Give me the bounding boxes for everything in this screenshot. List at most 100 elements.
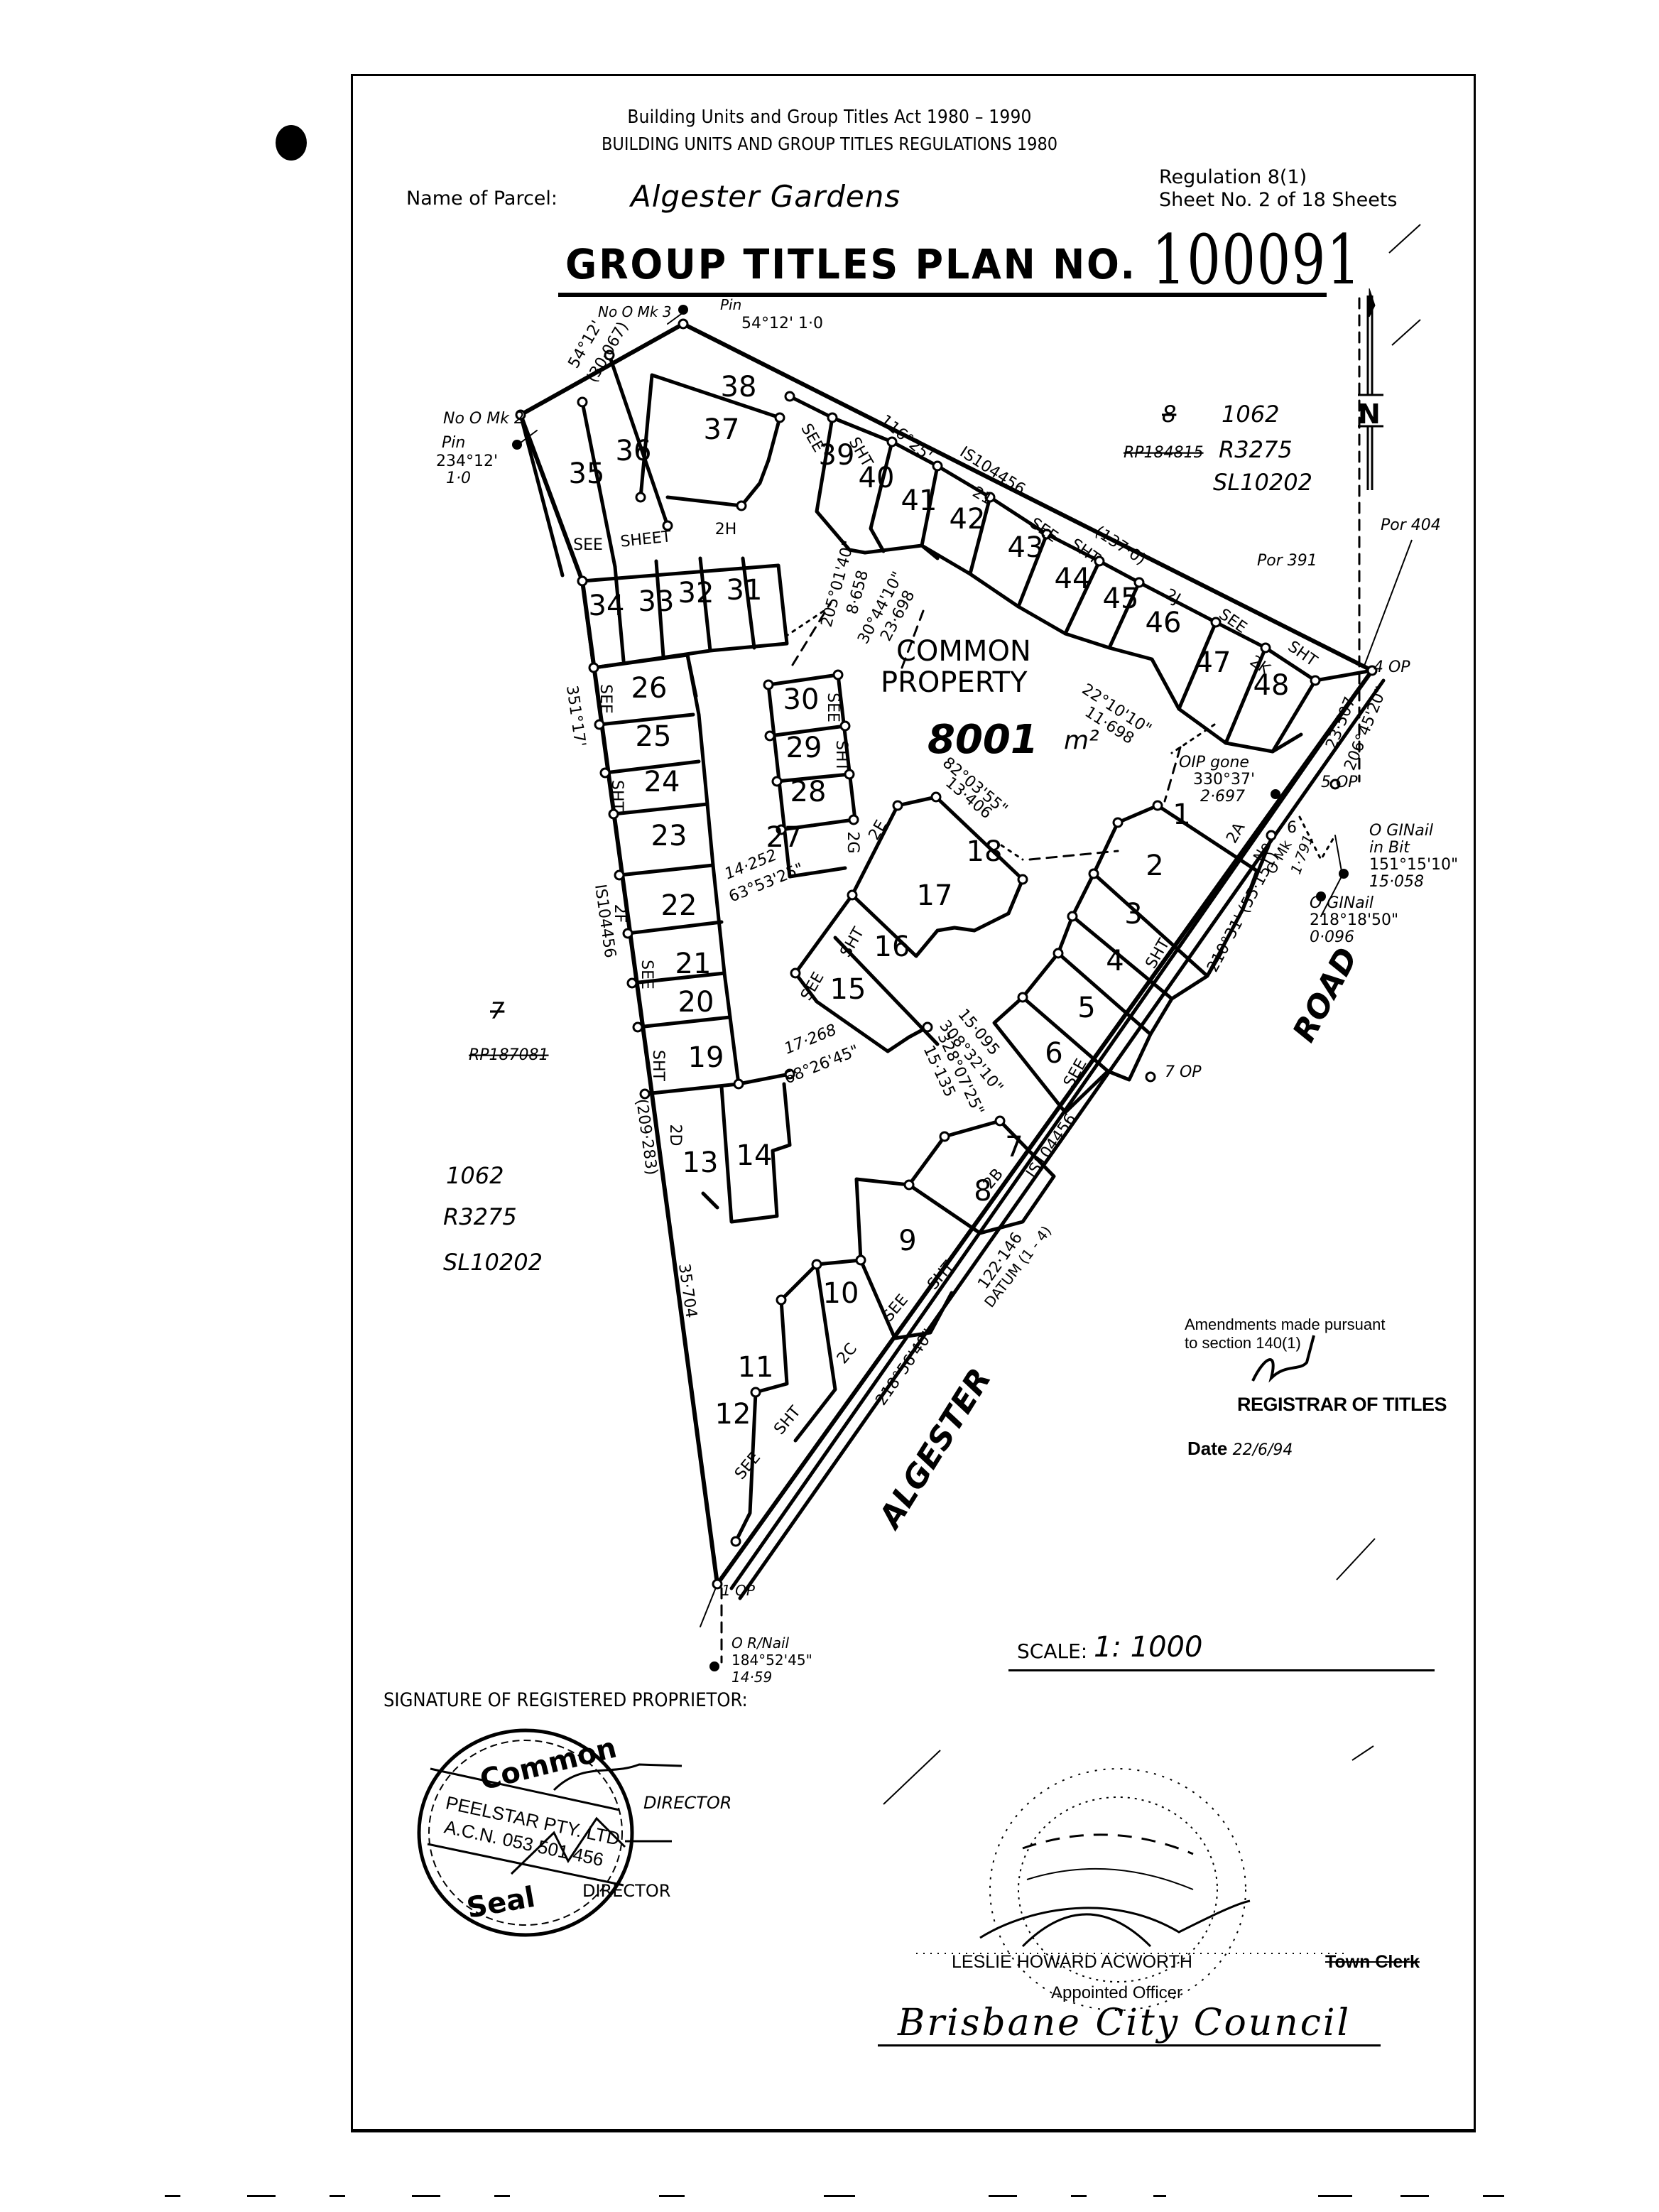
sheet-ref-label: 2G <box>844 831 861 853</box>
punch-hole <box>276 125 307 161</box>
officer-role: Appointed Officer <box>1051 1983 1183 2002</box>
survey-annotation: 35·704 <box>675 1262 700 1319</box>
road-name: ROAD <box>1286 942 1366 1048</box>
amendment-line-2: to section 140(1) <box>1185 1334 1301 1352</box>
sheet-ref-label: 2H <box>715 521 737 538</box>
lot-number: 29 <box>786 732 822 764</box>
common-property-area: 8001 <box>928 717 1038 763</box>
adjoining-parcel-label: R3275 <box>1219 436 1293 463</box>
lot-number: 10 <box>823 1277 859 1310</box>
lot-number: 12 <box>715 1398 751 1431</box>
adjoining-parcel-label: Por 404 <box>1381 516 1441 534</box>
adjoining-parcel-label: RP187081 <box>469 1046 549 1064</box>
survey-annotation: 2·697 <box>1200 788 1245 806</box>
sheet-ref-label: 2E <box>866 817 891 843</box>
lot-number: 26 <box>631 672 668 705</box>
lot-number: 38 <box>721 371 757 403</box>
survey-annotation: in Bit <box>1369 839 1410 857</box>
survey-annotation: 6 <box>1287 819 1297 837</box>
survey-annotation: 151°15'10" <box>1369 856 1458 874</box>
lot-number: 44 <box>1055 563 1091 595</box>
officer-name: LESLIE HOWARD ACWORTH <box>952 1952 1192 1972</box>
lot-number: 28 <box>790 776 827 808</box>
sheet-number: Sheet No. 2 of 18 Sheets <box>1159 189 1398 211</box>
scan-artifact <box>412 2195 440 2197</box>
survey-annotation: 0·096 <box>1310 928 1354 946</box>
seal-bottom-text: Seal <box>464 1881 538 1925</box>
adjoining-parcel-label: R3275 <box>443 1203 517 1230</box>
adjoining-parcel-label: 7 <box>490 997 505 1024</box>
regulations-title: BUILDING UNITS AND GROUP TITLES REGULATI… <box>601 134 1058 154</box>
sheet-ref-label: SEE <box>638 960 656 990</box>
lot-number: 46 <box>1146 607 1182 639</box>
lot-number: 14 <box>736 1139 773 1172</box>
survey-annotation: 218°18'50" <box>1310 911 1398 929</box>
survey-marks <box>515 318 1378 1590</box>
survey-annotation: O GINail <box>1310 894 1374 912</box>
sheet-ref-label: SHT <box>649 1050 667 1082</box>
lot-number: 31 <box>727 574 763 607</box>
proprietor-signature-title: SIGNATURE OF REGISTERED PROPRIETOR: <box>384 1689 748 1711</box>
sheet-ref-label: SHT <box>832 740 850 772</box>
regulation-ref: Regulation 8(1) <box>1159 166 1307 188</box>
lot-number: 24 <box>644 766 680 798</box>
sheet-ref-label: 2F <box>611 904 629 923</box>
title-underline <box>558 293 1327 297</box>
sheet-ref-label: SEE <box>731 1449 764 1483</box>
survey-annotation: Pin <box>720 296 741 313</box>
survey-annotation: O GINail <box>1369 822 1433 840</box>
lot-number: 27 <box>766 821 803 854</box>
lot-number: 36 <box>616 435 652 467</box>
survey-annotation: 330°37' <box>1193 771 1255 788</box>
lot-number: 20 <box>678 986 714 1019</box>
lot-number: 7 <box>1005 1131 1023 1164</box>
lot-number: 19 <box>688 1041 724 1074</box>
lot-number: 8 <box>974 1175 991 1208</box>
adjoining-parcel-label: 1062 <box>446 1162 504 1189</box>
lot-number: 43 <box>1008 531 1044 564</box>
scan-artifact <box>1153 2195 1166 2197</box>
survey-annotation: IS104456 <box>957 443 1028 499</box>
lot-number: 18 <box>967 835 1003 868</box>
sheet-ref-label: SHT <box>837 924 869 960</box>
survey-annotation: 351°17' <box>562 684 589 748</box>
lot-number: 11 <box>738 1351 774 1384</box>
north-arrow-icon <box>1358 288 1383 490</box>
document-frame <box>351 74 1476 2132</box>
lot-number: 5 <box>1077 992 1095 1024</box>
scan-artifact <box>1318 2195 1352 2197</box>
adjoining-parcel-label: SL10202 <box>443 1249 543 1276</box>
lot-number: 23 <box>651 820 687 852</box>
survey-annotation: 1·0 <box>446 470 471 487</box>
scan-artifact <box>247 2195 276 2197</box>
survey-annotation: 15·058 <box>1369 873 1424 891</box>
amendment-line-1: Amendments made pursuant <box>1185 1316 1386 1333</box>
plan-number: 100091 <box>1152 220 1362 300</box>
scale-value: 1: 1000 <box>1094 1631 1203 1664</box>
lot-number: 37 <box>704 413 740 446</box>
lot-number: 21 <box>675 948 712 980</box>
common-property-unit: m² <box>1064 726 1099 755</box>
scan-artifact <box>824 2195 855 2197</box>
common-property-label-2: PROPERTY <box>881 666 1028 699</box>
survey-annotation: 184°52'45" <box>731 1652 812 1669</box>
scan-artifact <box>165 2195 180 2197</box>
adjoining-parcel-label: RP184815 <box>1124 444 1204 462</box>
north-label: N <box>1358 399 1381 430</box>
regulation-block: Regulation 8(1) Sheet No. 2 of 18 Sheets <box>1159 166 1397 212</box>
lot-number: 42 <box>950 503 986 536</box>
lot-number: 6 <box>1045 1037 1062 1070</box>
lot-number: 48 <box>1253 669 1290 702</box>
council-name: Brisbane City Council <box>898 2002 1351 2044</box>
scan-artifact <box>659 2195 685 2197</box>
survey-annotation: 5 OP <box>1321 774 1358 791</box>
lot-number: 22 <box>661 889 697 922</box>
sheet-ref-label: 2A <box>1223 820 1249 847</box>
lot-number: 47 <box>1195 646 1231 679</box>
sheet-ref-label: SHEET <box>619 528 673 551</box>
common-property: COMMON PROPERTY 8001 m² <box>881 635 1099 763</box>
lot-number: 3 <box>1124 898 1142 931</box>
